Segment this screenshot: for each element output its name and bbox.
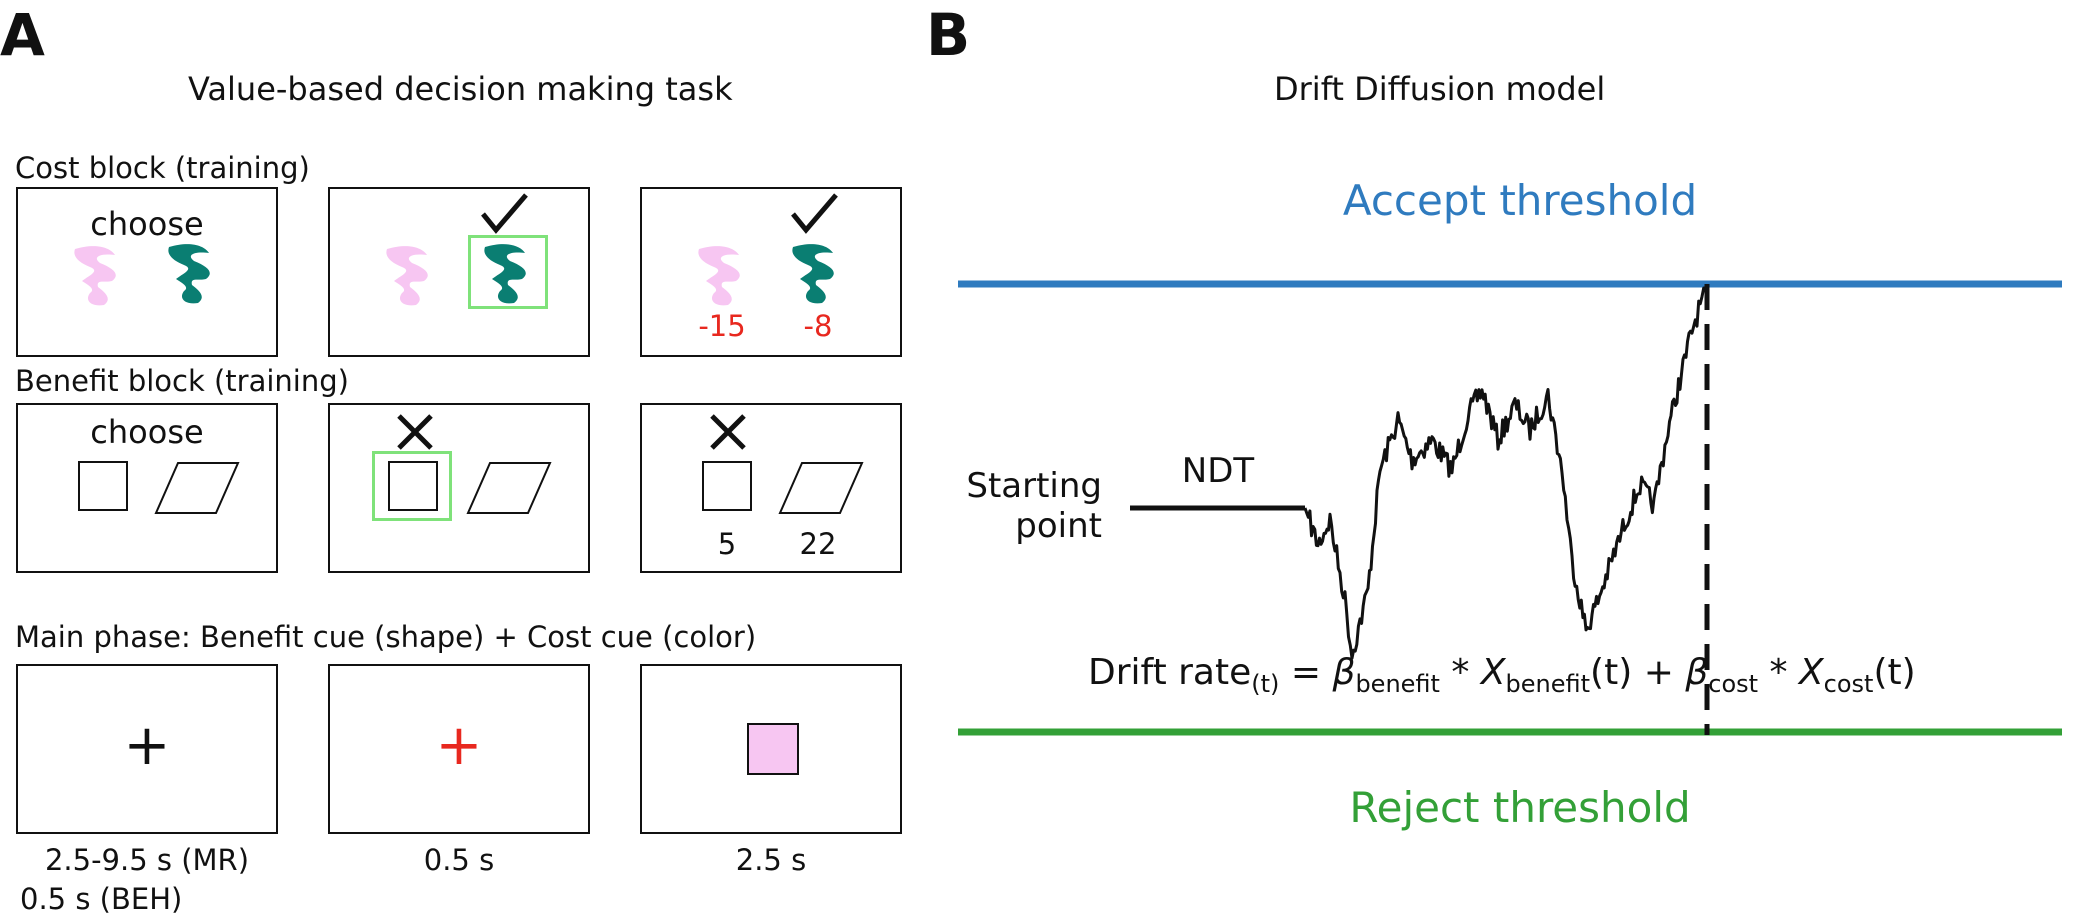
starting-point-label-1: Starting (966, 466, 1102, 506)
square-shape-cue (388, 461, 438, 511)
accept-threshold-label: Accept threshold (1343, 176, 1697, 225)
cost-block-label: Cost block (training) (15, 151, 310, 185)
pink-color-cue (386, 246, 428, 306)
main-phase-label: Main phase: Benefit cue (shape) + Cost c… (15, 620, 757, 654)
checkmark-icon (791, 193, 838, 234)
cost-choose-screen: choose (16, 187, 278, 357)
teal-color-cue (792, 244, 834, 304)
pink-color-cue (74, 246, 116, 306)
square-shape-cue (702, 461, 752, 511)
cost-value-pink: -15 (698, 309, 746, 343)
square-shape-cue (78, 461, 128, 511)
benefit-value-parallelogram: 22 (799, 527, 837, 561)
fixation-screen: + (16, 664, 278, 834)
cost-value-teal: -8 (803, 309, 833, 343)
benefit-block-label: Benefit block (training) (15, 364, 349, 398)
drift-diffusion-diagram: Accept threshold Reject threshold Starti… (958, 176, 2062, 832)
benefit-feedback-screen: 5 22 (640, 403, 902, 573)
fixation-duration-beh: 0.5 s (BEH) (20, 882, 183, 916)
cross-icon (710, 414, 746, 450)
panel-letter-a: A (0, 1, 45, 69)
pink-square-stimulus (747, 723, 799, 775)
selection-box (468, 235, 548, 309)
teal-color-cue (484, 244, 526, 304)
parallelogram-shape-cue (778, 462, 864, 514)
red-fixation-duration: 0.5 s (423, 843, 495, 877)
selection-box (372, 451, 452, 521)
cost-selection-screen (328, 187, 590, 357)
drift-rate-formula: Drift rate(t) = βbenefit * Xbenefit(t) +… (1088, 652, 1916, 698)
starting-point-label-2: point (1015, 506, 1102, 546)
stimulus-duration: 2.5 s (735, 843, 807, 877)
benefit-value-square: 5 (717, 527, 737, 561)
fixation-duration-mr: 2.5-9.5 s (MR) (44, 843, 250, 877)
parallelogram-shape-cue (466, 462, 552, 514)
pink-color-cue (698, 246, 740, 306)
benefit-choose-label: choose (90, 413, 204, 451)
red-fixation-cross: + (435, 713, 483, 778)
cost-feedback-screen: -15 -8 (640, 187, 902, 357)
ndt-label: NDT (1182, 451, 1255, 491)
teal-color-cue (168, 244, 210, 304)
red-fixation-screen: + (328, 664, 590, 834)
evidence-accumulation-trace (1303, 285, 1709, 660)
parallelogram-shape-cue (154, 462, 240, 514)
checkmark-icon (481, 193, 528, 234)
fixation-cross: + (123, 713, 171, 778)
task-title: Value-based decision making task (188, 70, 733, 108)
panel-letter-b: B (926, 1, 971, 69)
cost-choose-label: choose (90, 205, 204, 243)
cross-icon (397, 414, 433, 450)
ddm-title: Drift Diffusion model (1274, 70, 1606, 108)
reject-threshold-label: Reject threshold (1349, 783, 1690, 832)
benefit-choose-screen: choose (16, 403, 278, 573)
stimulus-screen (640, 664, 902, 834)
benefit-selection-screen (328, 403, 590, 573)
